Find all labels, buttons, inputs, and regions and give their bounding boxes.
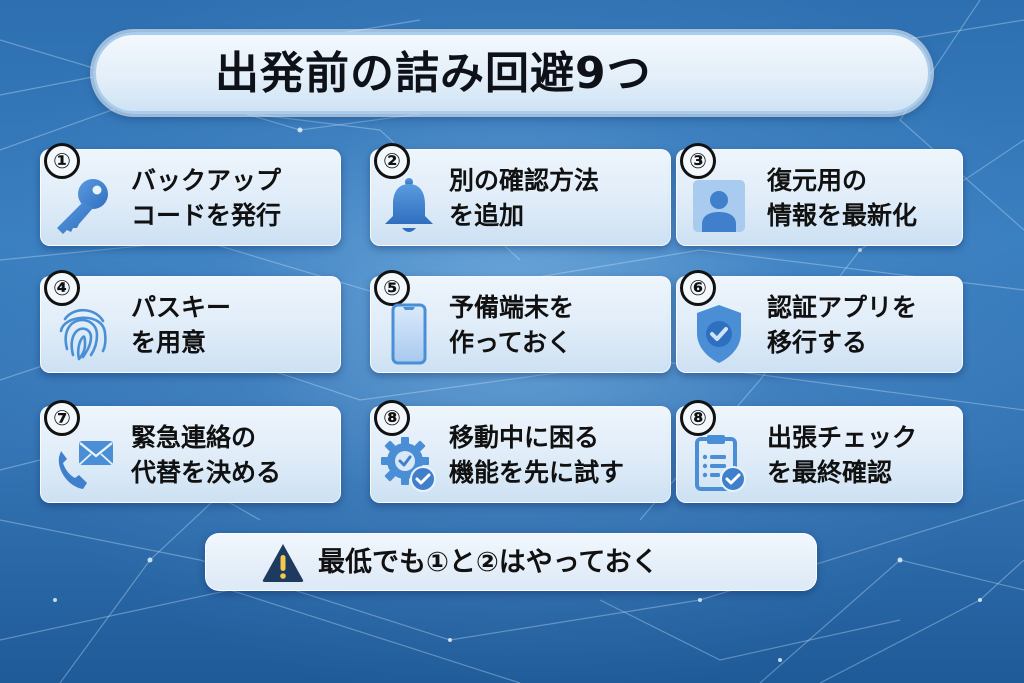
tip-card-3: ③ 復元用の 情報を最新化: [676, 143, 963, 246]
tip-card-9: ⑧ 出張チェック を最終確認: [676, 400, 963, 503]
tip-text: パスキー を用意: [131, 293, 232, 357]
tip-text: 移動中に困る 機能を先に試す: [449, 423, 625, 487]
number-badge: ⑥: [676, 268, 720, 308]
tip-card-1: ① バックアップ コードを発行: [40, 143, 341, 246]
page-title: 出発前の詰み回避9つ: [215, 48, 652, 99]
tip-text: 予備端末を 作っておく: [449, 293, 575, 357]
number-badge: ⑤: [370, 268, 414, 308]
phone-mail-icon: [58, 441, 113, 489]
tip-text: 出張チェック を最終確認: [767, 423, 918, 487]
tip-text: バックアップ コードを発行: [131, 166, 282, 230]
smartphone-icon: [391, 303, 427, 365]
number-badge: ③: [676, 141, 720, 181]
tip-card-4: ④ パスキー を用意: [40, 270, 341, 373]
gear-check-icon: [381, 437, 436, 492]
title-banner: [93, 32, 931, 114]
clipboard-check-icon: [695, 435, 746, 492]
tip-text: 別の確認方法 を追加: [449, 166, 600, 230]
number-badge: ④: [40, 268, 84, 308]
tip-card-2: ② 別の確認方法 を追加: [370, 143, 671, 246]
number-badge: ①: [40, 141, 84, 181]
tip-text: 復元用の 情報を最新化: [767, 166, 918, 230]
tip-card-6: ⑥ 認証アプリを 移行する: [676, 270, 963, 373]
number-badge: ⑧: [676, 398, 720, 438]
tip-card-8: ⑧ 移動中に困る 機能を先に試す: [370, 400, 671, 503]
tip-card-7: ⑦ 緊急連絡の 代替を決める: [40, 400, 341, 503]
user-profile-icon: [693, 180, 745, 232]
number-badge: ⑦: [40, 398, 84, 438]
tip-text: 緊急連絡の 代替を決める: [131, 423, 282, 487]
bell-icon: [385, 178, 433, 232]
key-icon: [57, 179, 108, 234]
footer-text: 最低でも①と②はやっておく: [318, 547, 659, 578]
tip-card-5: ⑤ 予備端末を 作っておく: [370, 270, 671, 373]
number-badge: ⑧: [370, 398, 414, 438]
footer-note: 最低でも①と②はやっておく: [205, 533, 817, 591]
fingerprint-icon: [59, 308, 107, 361]
number-badge: ②: [370, 141, 414, 181]
warning-icon: [262, 544, 304, 582]
tip-text: 認証アプリを 移行する: [767, 293, 918, 357]
shield-check-icon: [697, 305, 741, 363]
